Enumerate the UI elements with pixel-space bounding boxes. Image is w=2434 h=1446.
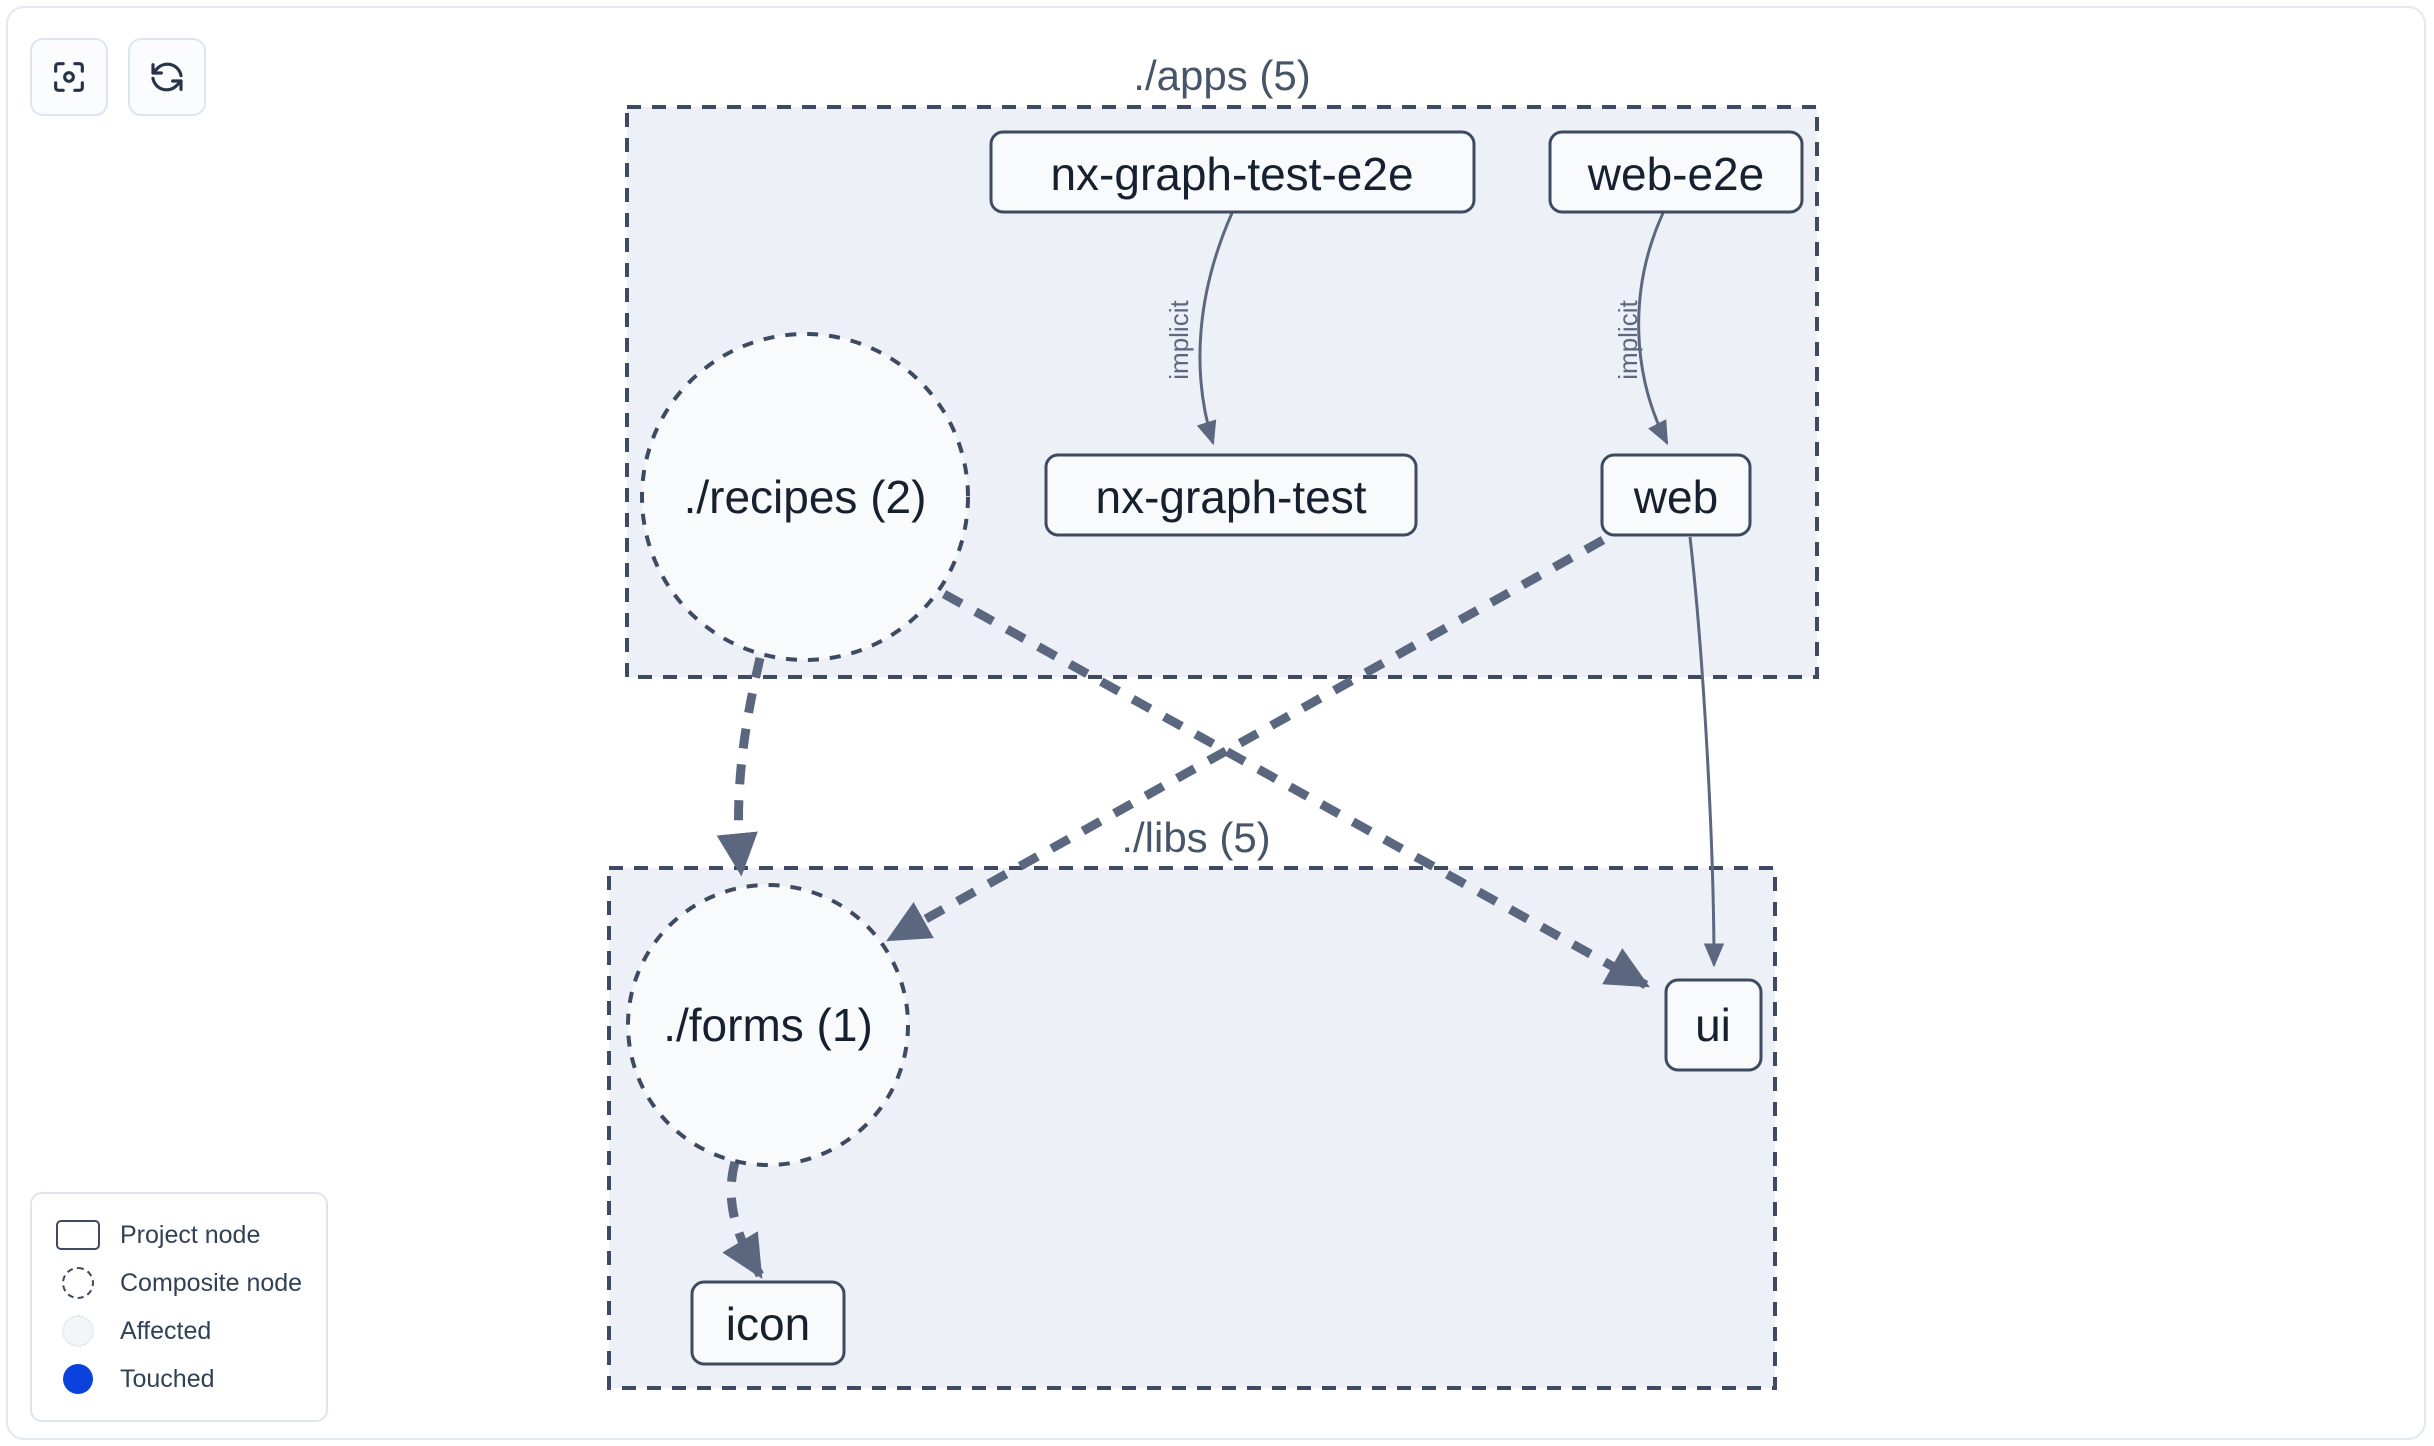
edge-label-implicit-1: implicit (1164, 300, 1194, 380)
focus-target-icon (49, 57, 89, 97)
composite-circle (626, 883, 910, 1167)
edge-recipes-to-forms[interactable] (716, 656, 765, 877)
refresh-graph-button[interactable] (128, 38, 206, 116)
edge-web-e2e-to-web[interactable] (1637, 212, 1669, 446)
affected-swatch (54, 1315, 102, 1347)
node-web[interactable]: web (1600, 453, 1752, 537)
legend-item-project-node: Project node (54, 1211, 308, 1259)
graph-edges: implicit implicit (716, 212, 1725, 1279)
node-label: nx-graph-test (1095, 471, 1366, 523)
edge-web-to-forms[interactable] (886, 536, 1606, 943)
graph-toolbar (30, 38, 206, 116)
refresh-icon (147, 57, 187, 97)
group-apps-label: ./apps (5) (1133, 52, 1310, 99)
legend-item-composite-node: Composite node (54, 1259, 308, 1307)
node-box (690, 1280, 846, 1366)
node-box (1664, 978, 1763, 1072)
node-box (1044, 453, 1418, 537)
node-forms-composite[interactable]: ./forms (1) (626, 883, 910, 1167)
node-nx-graph-test-e2e[interactable]: nx-graph-test-e2e (989, 130, 1476, 214)
group-libs-label: ./libs (5) (1121, 814, 1270, 861)
legend-label: Project node (120, 1220, 261, 1249)
legend-label: Composite node (120, 1268, 303, 1297)
node-label: icon (726, 1298, 810, 1350)
edge-web-to-ui[interactable] (1688, 536, 1725, 968)
node-web-e2e[interactable]: web-e2e (1548, 130, 1804, 214)
node-ui[interactable]: ui (1664, 978, 1763, 1072)
touched-swatch (54, 1364, 102, 1394)
graph-legend: Project node Composite node Affected Tou… (30, 1192, 328, 1422)
node-label: nx-graph-test-e2e (1050, 148, 1413, 200)
node-nx-graph-test[interactable]: nx-graph-test (1044, 453, 1418, 537)
focus-graph-button[interactable] (30, 38, 108, 116)
legend-label: Affected (120, 1316, 212, 1345)
edge-nx-graph-test-e2e-to-nx-graph-test[interactable] (1196, 212, 1234, 446)
node-box (989, 130, 1476, 214)
node-label: ./recipes (2) (684, 471, 927, 523)
edge-label-implicit-2: implicit (1613, 300, 1643, 380)
composite-circle (640, 332, 970, 662)
node-box (1548, 130, 1804, 214)
composite-node-swatch (54, 1267, 102, 1299)
node-label: web (1633, 471, 1718, 523)
node-label: web-e2e (1587, 148, 1764, 200)
legend-item-touched: Touched (54, 1355, 308, 1403)
node-box (1600, 453, 1752, 537)
legend-label: Touched (120, 1364, 215, 1393)
legend-item-affected: Affected (54, 1307, 308, 1355)
node-label: ./forms (1) (663, 999, 873, 1051)
project-node-swatch (54, 1220, 102, 1250)
node-icon[interactable]: icon (690, 1280, 846, 1366)
node-label: ui (1695, 999, 1731, 1051)
node-recipes-composite[interactable]: ./recipes (2) (640, 332, 970, 662)
edge-recipes-to-ui[interactable] (941, 590, 1650, 989)
edge-forms-to-icon[interactable] (722, 1160, 764, 1279)
